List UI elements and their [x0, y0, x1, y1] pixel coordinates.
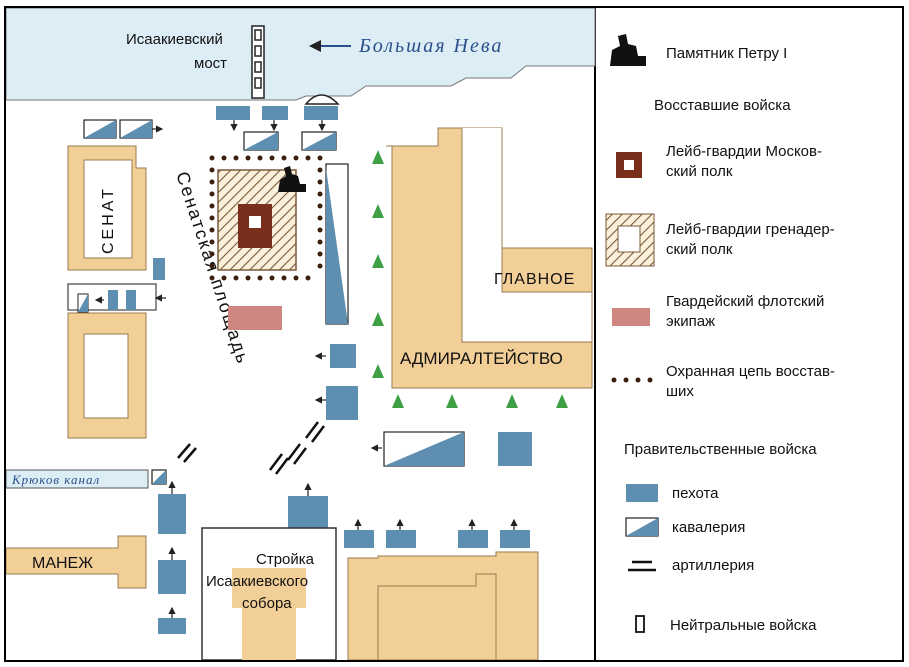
manege-label: МАНЕЖ — [32, 555, 93, 572]
neva-river — [6, 8, 596, 101]
gov-artillery — [177, 421, 325, 475]
rebel-cordon — [209, 155, 323, 281]
cathedral-label-3: собора — [242, 595, 292, 612]
legend-infantry: пехота — [672, 485, 719, 502]
legend-moscow-1: Лейб-гвардии Москов- — [666, 143, 822, 160]
legend-artillery-icon — [628, 560, 656, 572]
legend-grenadier-2: ский полк — [666, 241, 733, 258]
senate-label: СЕНАТ — [100, 186, 117, 254]
map-frame: Исаакиевский мост Большая Нева СЕНАТ ГЛА… — [4, 6, 904, 662]
manege-building — [6, 535, 147, 589]
legend: Памятник Петру I Восставшие войска Лейб-… — [605, 34, 835, 634]
legend-naval-1: Гвардейский флотский — [666, 293, 824, 310]
admiralty-label-top: ГЛАВНОЕ — [494, 271, 575, 288]
legend-gov-heading: Правительственные войска — [624, 441, 817, 458]
legend-cordon-icon — [611, 377, 653, 383]
bridge-label-1: Исаакиевский — [126, 31, 223, 48]
cathedral-site — [201, 527, 337, 660]
river-label: Большая Нева — [358, 35, 503, 57]
legend-monument-icon — [610, 34, 646, 66]
legend-neutral: Нейтральные войска — [670, 617, 817, 634]
admiralty-label-bottom: АДМИРАЛТЕЙСТВО — [400, 349, 563, 368]
legend-cordon-1: Охранная цепь восстав- — [666, 363, 835, 380]
trees — [372, 150, 568, 408]
legend-grenadier-1: Лейб-гвардии гренадер- — [666, 221, 835, 238]
legend-cavalry: кавалерия — [672, 519, 745, 536]
legend-cordon-2: ших — [666, 383, 694, 400]
legend-rebels-heading: Восставшие войска — [654, 97, 791, 114]
movement-arrows — [94, 120, 518, 618]
isaac-bridge — [251, 25, 265, 99]
cathedral-label-1: Стройка — [256, 551, 315, 568]
legend-naval-2: экипаж — [666, 313, 715, 330]
legend-artillery: артиллерия — [672, 557, 754, 574]
legend-moscow-2: ский полк — [666, 163, 733, 180]
legend-infantry-icon — [626, 484, 658, 502]
gov-cavalry-top — [83, 119, 337, 151]
senate-square-map: Исаакиевский мост Большая Нева СЕНАТ ГЛА… — [6, 8, 835, 660]
peter-monument-icon — [278, 166, 306, 192]
canal-label: Крюков канал — [11, 472, 100, 487]
cathedral-label-2: Исаакиевского — [206, 573, 308, 590]
naval-crew — [228, 306, 282, 330]
bridge-label-2: мост — [194, 55, 227, 72]
kryukov-canal — [6, 469, 149, 489]
legend-naval-icon — [612, 308, 650, 326]
gov-infantry — [108, 106, 532, 634]
legend-neutral-icon — [635, 615, 645, 633]
legend-monument: Памятник Петру I — [666, 45, 787, 62]
